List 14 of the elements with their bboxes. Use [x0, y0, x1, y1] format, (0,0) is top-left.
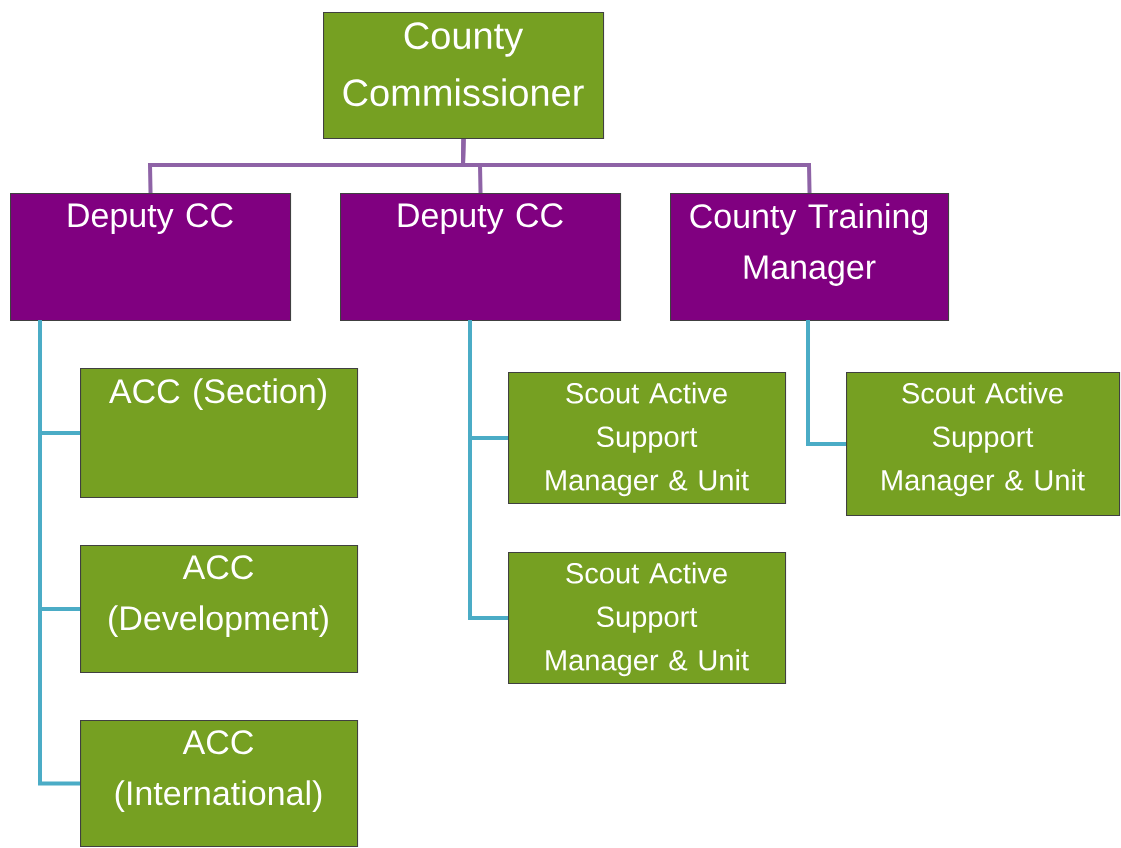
org-box: Scout Active Support Manager & Unit: [508, 552, 787, 685]
org-box: ACC (Development): [80, 545, 359, 674]
org-box: ACC (International): [80, 720, 359, 848]
org-box: Deputy CC: [10, 193, 292, 322]
connector: [806, 320, 846, 447]
connector: [468, 320, 508, 621]
connector: [38, 320, 80, 786]
connector: [460, 139, 812, 194]
org-box: County Commissioner: [323, 12, 605, 140]
org-box: Scout Active Support Manager & Unit: [508, 372, 787, 505]
org-box: ACC (Section): [80, 368, 359, 499]
org-box: Scout Active Support Manager & Unit: [846, 372, 1121, 517]
org-box: Deputy CC: [340, 193, 622, 322]
org-box: County Training Manager: [670, 193, 950, 322]
